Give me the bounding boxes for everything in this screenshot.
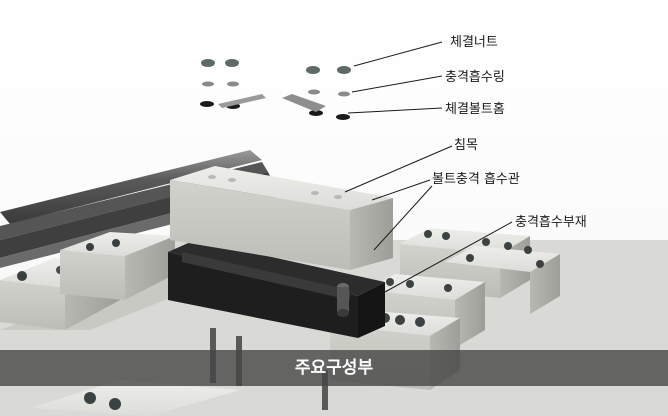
label-bolt-shock-tube: 볼트충격 흡수관 <box>432 172 520 187</box>
label-bolt-groove: 체결볼트홈 <box>445 102 505 117</box>
left-sleeper-block-2 <box>60 232 175 300</box>
label-shock-ring: 충격흡수링 <box>445 70 505 85</box>
exploded-fasteners <box>200 59 351 120</box>
shock-absorbing-channel <box>168 240 385 338</box>
caption: 주요구성부 <box>294 358 374 378</box>
label-sleeper: 침목 <box>454 138 478 153</box>
leader-lines <box>344 41 513 293</box>
label-nut: 체결너트 <box>450 35 498 50</box>
label-shock-member: 충격흡수부재 <box>515 215 587 230</box>
bottom-block <box>30 380 240 416</box>
caption-bar <box>0 350 668 386</box>
sleeper-block <box>170 166 393 270</box>
